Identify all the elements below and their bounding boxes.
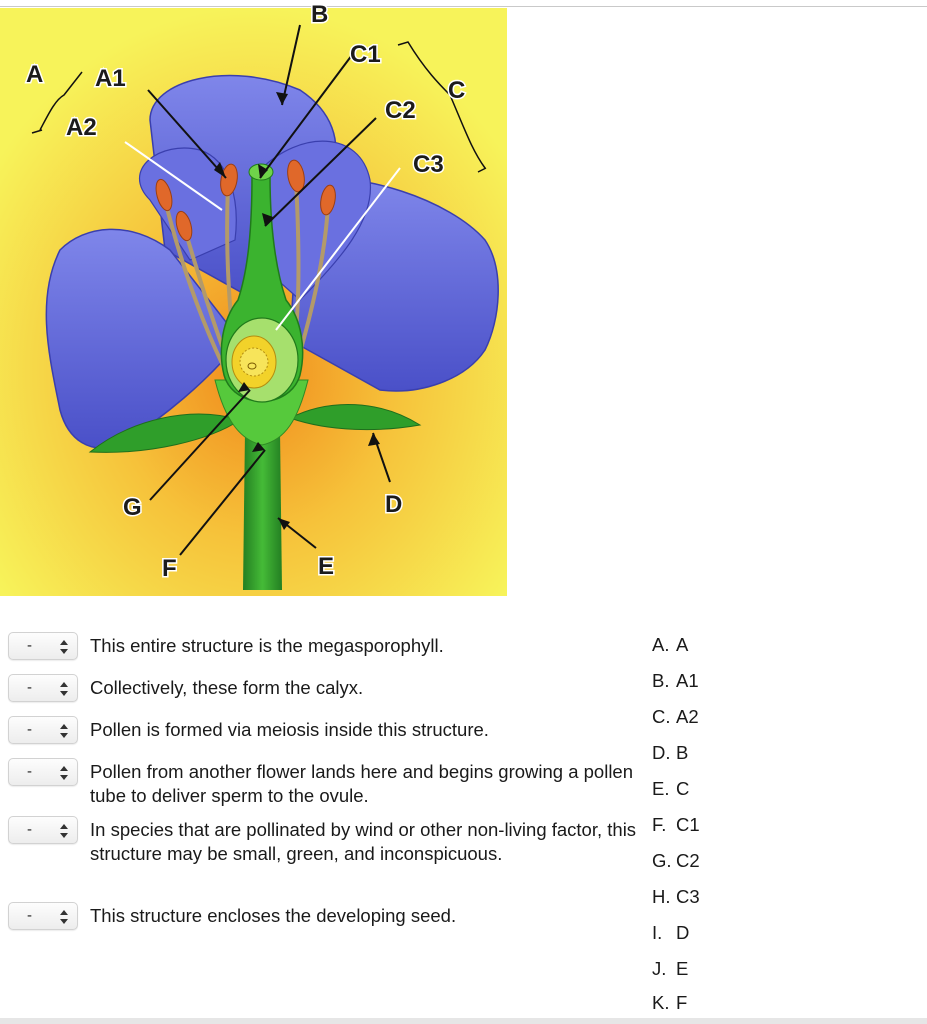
choice-item: F.C1 <box>652 814 700 835</box>
bottom-scroll-edge <box>0 1018 927 1024</box>
label-D: D <box>385 491 402 518</box>
question-text-4: Pollen from another flower lands here an… <box>90 761 634 806</box>
answer-select-3[interactable]: - <box>8 716 78 744</box>
select-value: - <box>27 679 32 696</box>
select-value: - <box>27 637 32 654</box>
label-A1: A1 <box>95 65 126 92</box>
label-A: A <box>26 61 43 88</box>
select-value: - <box>27 721 32 738</box>
label-B: B <box>311 1 328 28</box>
label-F: F <box>162 555 177 582</box>
answer-select-4[interactable]: - <box>8 758 78 786</box>
choice-item: J.E <box>652 958 689 979</box>
label-G: G <box>123 494 142 521</box>
choice-item: E.C <box>652 778 690 799</box>
anthers <box>155 159 336 242</box>
label-C: C <box>448 77 465 104</box>
label-C2: C2 <box>385 97 416 124</box>
updown-chevron-icon <box>60 766 68 780</box>
choice-item: K.F <box>652 992 688 1013</box>
answer-select-5[interactable]: - <box>8 816 78 844</box>
question-text-6: This structure encloses the developing s… <box>90 905 457 926</box>
label-A2: A2 <box>66 114 97 141</box>
choice-item: B.A1 <box>652 670 699 691</box>
select-value: - <box>27 763 32 780</box>
updown-chevron-icon <box>60 824 68 838</box>
select-value: - <box>27 821 32 838</box>
updown-chevron-icon <box>60 640 68 654</box>
pointer-lines-white <box>124 141 401 331</box>
answer-select-2[interactable]: - <box>8 674 78 702</box>
question-text-2: Collectively, these form the calyx. <box>90 677 364 698</box>
answer-select-6[interactable]: - <box>8 902 78 930</box>
sepals <box>88 404 422 453</box>
answer-select-1[interactable]: - <box>8 632 78 660</box>
updown-chevron-icon <box>60 910 68 924</box>
choice-item: I.D <box>652 922 690 943</box>
choice-item: A.A <box>652 634 689 655</box>
choice-item: H.C3 <box>652 886 700 907</box>
label-E: E <box>318 553 334 580</box>
flower-diagram: A A1 A2 B C1 C C2 C3 D G F E <box>0 0 507 596</box>
choice-item: C.A2 <box>652 706 699 727</box>
choice-item: D.B <box>652 742 689 763</box>
stem <box>243 430 282 590</box>
arrow-heads <box>214 92 380 530</box>
question-text-1: This entire structure is the megasporoph… <box>90 635 444 656</box>
top-divider <box>0 6 927 7</box>
pointer-lines <box>147 24 391 556</box>
label-C3: C3 <box>413 151 444 178</box>
question-text-3: Pollen is formed via meiosis inside this… <box>90 719 489 740</box>
updown-chevron-icon <box>60 682 68 696</box>
petals <box>45 74 499 449</box>
receptacle <box>214 379 309 446</box>
question-text-5: In species that are pollinated by wind o… <box>90 819 637 864</box>
label-C1: C1 <box>350 41 381 68</box>
updown-chevron-icon <box>60 724 68 738</box>
brackets <box>31 41 487 173</box>
choice-item: G.C2 <box>652 850 700 871</box>
select-value: - <box>27 907 32 924</box>
